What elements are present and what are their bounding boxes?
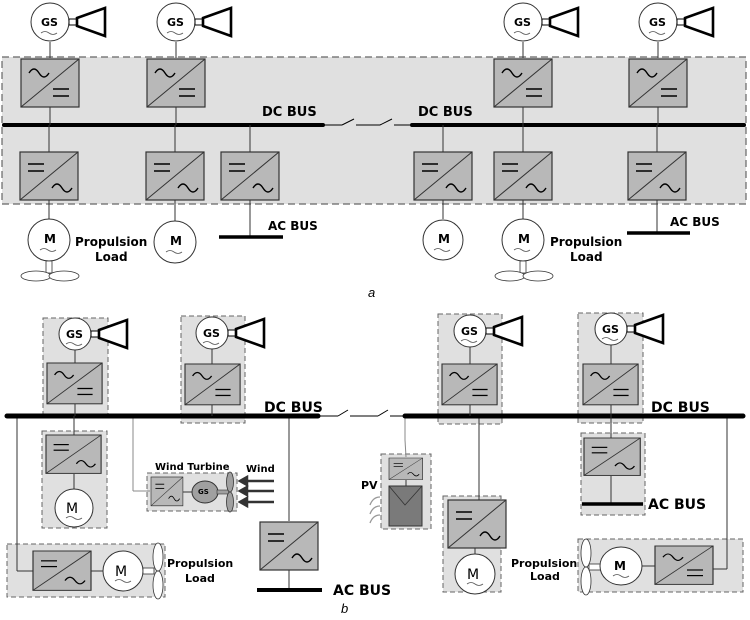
generator-label: GS (461, 325, 478, 338)
motor-load-a3[interactable]: M (413, 125, 473, 261)
ac-bus-b-left-label: AC BUS (333, 583, 391, 599)
generator-label: GS (167, 16, 184, 29)
ac-bus-feeder-a-right[interactable]: AC BUS (627, 125, 720, 235)
inverter-converter (654, 545, 714, 586)
pv-label: PV (361, 479, 378, 492)
system-boundary-a (1, 56, 747, 205)
motor-label: M (518, 232, 530, 246)
wind-turbine-label: Wind Turbine (155, 462, 230, 473)
dc-bus-b-left-label: DC BUS (264, 400, 323, 416)
inverter-converter (259, 521, 319, 571)
propulsion-load-b-right[interactable]: M (580, 538, 714, 596)
inverter-converter (150, 476, 184, 507)
rectifier-converter (582, 363, 639, 406)
generator-label: GS (649, 16, 666, 29)
propeller-icon (20, 270, 52, 282)
turbine-icon (540, 6, 580, 38)
inverter-converter (220, 151, 280, 201)
motor-label: M (66, 501, 78, 517)
bus-tie-switch-b[interactable] (318, 409, 405, 417)
propulsion-label-2: Load (95, 250, 128, 264)
motor-label: M (438, 232, 450, 246)
motor-label: M (44, 232, 56, 246)
rectifier-converter (46, 362, 103, 405)
propeller-icon (494, 270, 526, 282)
motor-label: M (467, 567, 479, 583)
wind-rotor-icon (226, 471, 234, 493)
rectifier-converter (493, 58, 553, 108)
generator-label: GS (198, 488, 209, 496)
propulsion-label: Propulsion (75, 235, 147, 249)
inverter-converter (19, 151, 79, 201)
generator-set-b3[interactable]: GS (441, 314, 524, 416)
propulsion-label: Propulsion (511, 557, 577, 570)
ac-bus-feeder-b-left[interactable]: AC BUS (257, 521, 391, 599)
generator-label: GS (514, 16, 531, 29)
propeller-icon (152, 542, 164, 572)
propulsion-label-2: Load (185, 572, 215, 585)
generator-set-b1[interactable]: GS (46, 317, 129, 416)
inverter-converter (413, 151, 473, 201)
ac-bus-a-right-label: AC BUS (670, 215, 720, 229)
inverter-converter (493, 151, 553, 201)
rectifier-converter (20, 58, 80, 108)
rectifier-converter (628, 58, 688, 108)
pv-converter (388, 457, 424, 481)
propulsion-label: Propulsion (550, 235, 622, 249)
dc-bus-a-left-label: DC BUS (262, 105, 317, 120)
figure-b-caption: b (341, 601, 348, 616)
propulsion-label-2: Load (530, 570, 560, 583)
motor-label: M (115, 564, 127, 580)
generator-set-a1[interactable]: GS (20, 2, 107, 125)
rectifier-converter (441, 363, 498, 406)
rectifier-converter (146, 58, 206, 108)
ac-bus-feeder-b-right[interactable]: AC BUS (582, 416, 706, 513)
inverter-converter (145, 151, 205, 201)
sun-rays-icon (369, 496, 381, 524)
dc-bus-a-right-label: DC BUS (418, 105, 473, 120)
wind-arrows-icon (237, 474, 274, 509)
generator-label: GS (41, 16, 58, 29)
generator-set-a4[interactable]: GS (628, 2, 715, 125)
inverter-converter (627, 151, 687, 201)
ac-bus-feeder-a-left[interactable]: AC BUS (219, 125, 318, 239)
propulsion-label-2: Load (570, 250, 603, 264)
generator-set-b4[interactable]: GS (582, 312, 665, 416)
wind-turbine-unit[interactable]: Wind Turbine GS Wind (150, 462, 275, 513)
propulsion-load-a1[interactable]: M Propulsion Load (19, 125, 147, 282)
ac-bus-a-left-label: AC BUS (268, 219, 318, 233)
generator-set-b2[interactable]: GS (184, 316, 266, 416)
dc-bus-b-right-label: DC BUS (651, 400, 710, 416)
turbine-icon (193, 6, 233, 38)
propulsion-load-b-mid[interactable]: M Propulsion Load (447, 499, 577, 595)
propulsion-label: Propulsion (167, 557, 233, 570)
motor-label: M (614, 559, 626, 573)
propulsion-load-b-left[interactable]: M Propulsion Load (32, 542, 233, 600)
inverter-converter (45, 434, 102, 475)
generator-label: GS (602, 323, 619, 336)
propulsion-load-a4[interactable]: M Propulsion Load (493, 125, 622, 282)
wind-label: Wind (246, 464, 275, 475)
generator-set-a2[interactable]: GS (146, 2, 233, 125)
ac-bus-b-right-label: AC BUS (648, 497, 706, 513)
generator-set-a3[interactable]: GS (493, 2, 580, 125)
turbine-icon (67, 6, 107, 38)
rectifier-converter (184, 363, 241, 406)
propeller-icon (580, 538, 592, 568)
generator-label: GS (203, 327, 220, 340)
turbine-icon (675, 6, 715, 38)
figure-b: DC BUS DC BUS GS GS GS (4, 312, 746, 616)
pv-unit[interactable]: PV (361, 457, 424, 527)
motor-label: M (170, 234, 182, 248)
bus-tie-switch-a[interactable] (323, 118, 412, 126)
inverter-converter (32, 550, 92, 592)
figure-a-caption: a (368, 285, 375, 300)
inverter-converter (447, 499, 507, 549)
motor-load-a2[interactable]: M (145, 125, 205, 264)
motor-load-b1[interactable]: M (45, 416, 102, 528)
inverter-converter (583, 437, 641, 477)
generator-label: GS (66, 328, 83, 341)
figure-a: DC BUS DC BUS GS GS GS (1, 2, 747, 300)
